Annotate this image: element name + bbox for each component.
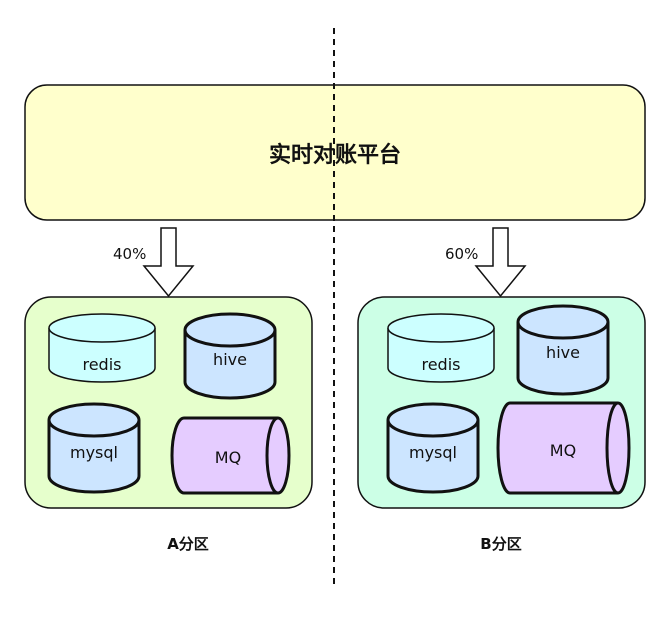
store-mq: MQ — [496, 401, 631, 495]
traffic-share-b: 60% — [445, 245, 478, 263]
store-redis: redis — [387, 313, 495, 383]
down-arrow-icon — [474, 227, 527, 298]
store-mq: MQ — [170, 416, 291, 495]
traffic-share-a: 40% — [113, 245, 146, 263]
store-mysql: mysql — [47, 402, 141, 494]
store-label: MQ — [215, 448, 241, 467]
store-label: mysql — [70, 443, 118, 462]
down-arrow-icon — [142, 227, 195, 298]
store-mysql: mysql — [386, 402, 480, 494]
store-redis: redis — [48, 313, 156, 383]
partition-b-label: B分区 — [480, 535, 521, 553]
partition-a-label: A分区 — [167, 535, 209, 553]
store-label: hive — [546, 343, 580, 362]
store-hive: hive — [516, 304, 610, 396]
store-label: hive — [213, 350, 247, 369]
store-label: redis — [421, 355, 460, 374]
partition-a: redis hive mysql MQ — [24, 296, 313, 509]
partition-b: redis hive mysql MQ — [357, 296, 646, 509]
store-label: redis — [82, 355, 121, 374]
store-hive: hive — [183, 312, 277, 400]
flow-arrow-a: 40% — [113, 227, 195, 298]
store-label: mysql — [409, 443, 457, 462]
store-label: MQ — [550, 441, 576, 460]
flow-arrow-b: 60% — [445, 227, 527, 298]
